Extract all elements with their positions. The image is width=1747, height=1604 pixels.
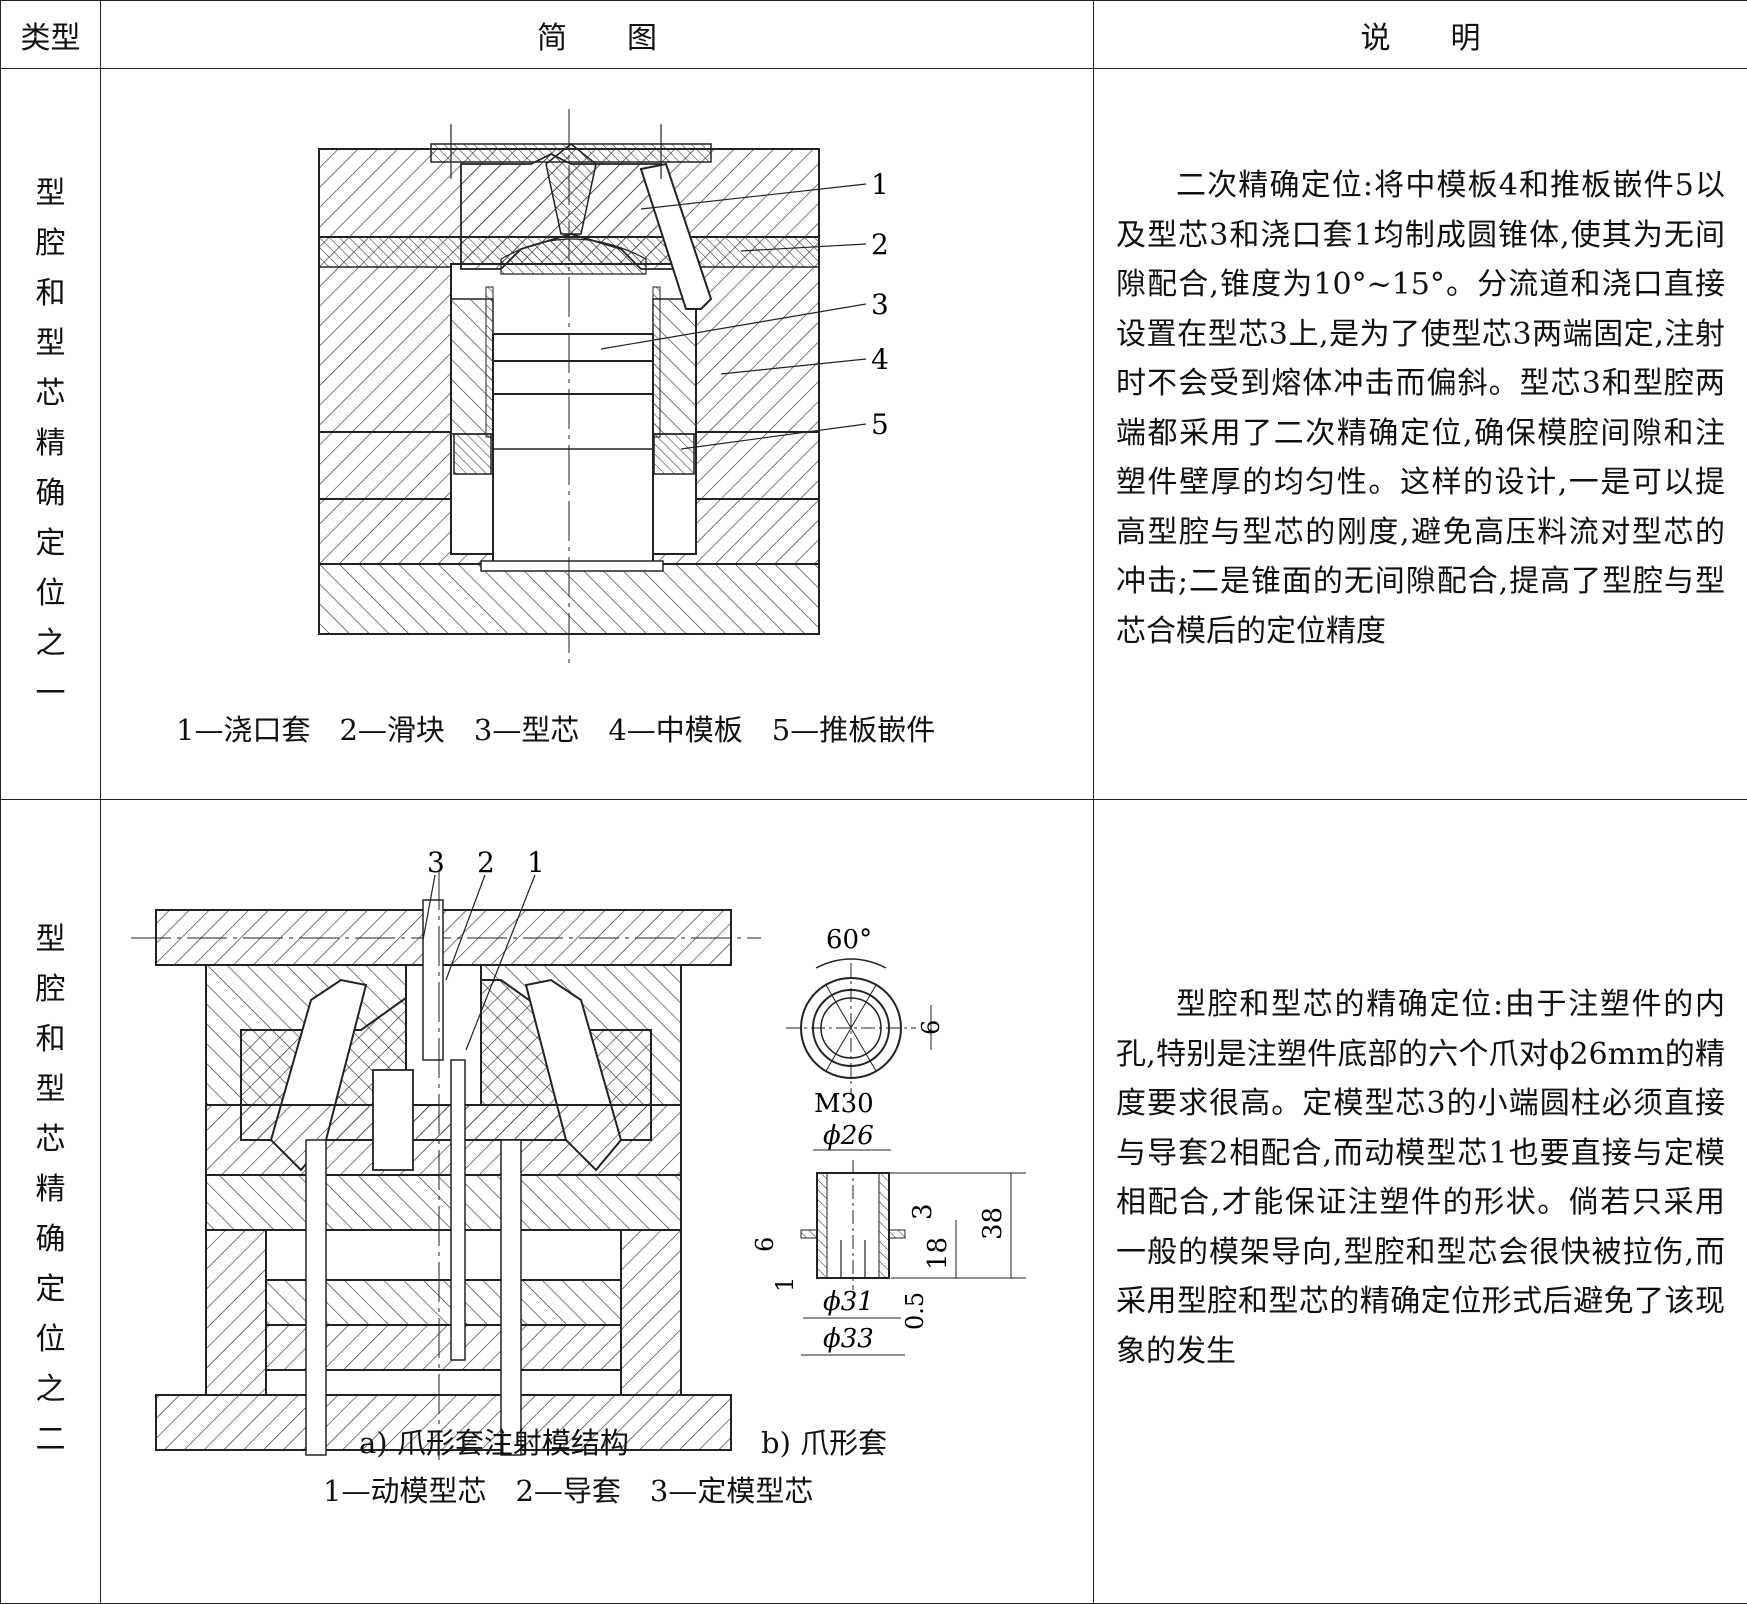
row-2-legend: 1—动模型芯 2—导套 3—定模型芯 <box>323 1468 813 1510</box>
type-char: 和 <box>36 269 66 319</box>
dim-1: 1 <box>771 1277 799 1292</box>
callout-1: 1 <box>527 846 545 879</box>
row-1-legend: 1—浇口套 2—滑块 3—型芯 4—中模板 5—推板嵌件 <box>176 707 935 749</box>
callout-3: 3 <box>871 288 889 321</box>
insert-right <box>654 434 694 474</box>
type-char: 确 <box>36 469 66 519</box>
spacer-left <box>206 1230 266 1395</box>
header-figure: 简 图 <box>101 1 1094 69</box>
type-char: 精 <box>36 419 66 469</box>
type-char: 位 <box>36 569 66 619</box>
row-2-caption-b: b) 爪形套 <box>761 1420 887 1462</box>
type-char: 型 <box>36 319 66 369</box>
type-char: 型 <box>36 1065 66 1115</box>
callout-2: 2 <box>477 846 495 879</box>
dim-18: 18 <box>923 1237 953 1270</box>
row-2: 型腔和型芯精确定位之二 <box>1 800 1747 1604</box>
callout-3: 3 <box>427 846 445 879</box>
support-plate <box>206 1175 681 1230</box>
callout-4: 4 <box>871 343 889 376</box>
type-char: 一 <box>36 669 66 719</box>
row-1-description: 二次精确定位:将中模板4和推板嵌件5以及型芯3和浇口套1均制成圆锥体,使其为无间… <box>1094 69 1747 800</box>
type-char: 芯 <box>36 369 66 419</box>
row-2-caption-a: a) 爪形套注射模结构 <box>359 1420 629 1462</box>
row-2-figure-cell: 3 2 1 60° 6 M30 ϕ <box>101 800 1094 1604</box>
type-char: 腔 <box>36 219 66 269</box>
type-char: 确 <box>36 1215 66 1265</box>
type-char: 精 <box>36 1165 66 1215</box>
type-char: 型 <box>36 169 66 219</box>
row-2-type: 型腔和型芯精确定位之二 <box>1 800 101 1604</box>
header-type: 类型 <box>1 1 101 69</box>
insert-left <box>454 434 491 474</box>
type-char: 腔 <box>36 965 66 1015</box>
header-row: 类型 简 图 说 明 <box>1 1 1747 69</box>
type-char: 和 <box>36 1015 66 1065</box>
type-char: 定 <box>36 1265 66 1315</box>
moving-plate <box>206 1105 681 1175</box>
type-char: 型 <box>36 915 66 965</box>
callout-5: 5 <box>871 408 889 441</box>
dim-38: 38 <box>978 1207 1008 1240</box>
row-1-figure-cell: 1 2 3 4 5 1—浇口套 2—滑块 3—型芯 4—中模板 5—推板嵌件 <box>101 69 1094 800</box>
part-wall-left <box>486 287 493 437</box>
dim-phi33: ϕ33 <box>823 1324 874 1354</box>
dim-6: 6 <box>917 1020 945 1035</box>
row-1: 型腔和型芯精确定位之一 <box>1 69 1747 800</box>
dim-3: 3 <box>908 1203 938 1220</box>
type-char: 之 <box>36 619 66 669</box>
type-char: 位 <box>36 1315 66 1365</box>
dim-phi26: ϕ26 <box>823 1121 874 1151</box>
type-char: 芯 <box>36 1115 66 1165</box>
callout-1: 1 <box>871 168 889 201</box>
part-wall-right <box>653 287 660 437</box>
callout-2: 2 <box>871 228 889 261</box>
dim-phi31: ϕ31 <box>823 1287 874 1317</box>
row-2-type-label: 型腔和型芯精确定位之二 <box>1 800 100 1465</box>
header-description: 说 明 <box>1094 1 1747 69</box>
dim-angle: 60° <box>826 925 872 955</box>
type-char: 定 <box>36 519 66 569</box>
row-2-description: 型腔和型芯的精确定位:由于注塑件的内孔,特别是注塑件底部的六个爪对ϕ26mm的精… <box>1094 800 1747 1604</box>
mold-diagram-1: 1 2 3 4 5 <box>101 69 1094 799</box>
moving-core <box>373 1070 413 1170</box>
type-char: 二 <box>36 1415 66 1465</box>
row-1-type: 型腔和型芯精确定位之一 <box>1 69 101 800</box>
dim-m30: M30 <box>814 1089 874 1119</box>
type-char: 之 <box>36 1365 66 1415</box>
dim-05: 0.5 <box>901 1292 929 1330</box>
dim-6b: 6 <box>751 1237 779 1252</box>
row-1-type-label: 型腔和型芯精确定位之一 <box>1 69 100 719</box>
spacer-right <box>621 1230 681 1395</box>
